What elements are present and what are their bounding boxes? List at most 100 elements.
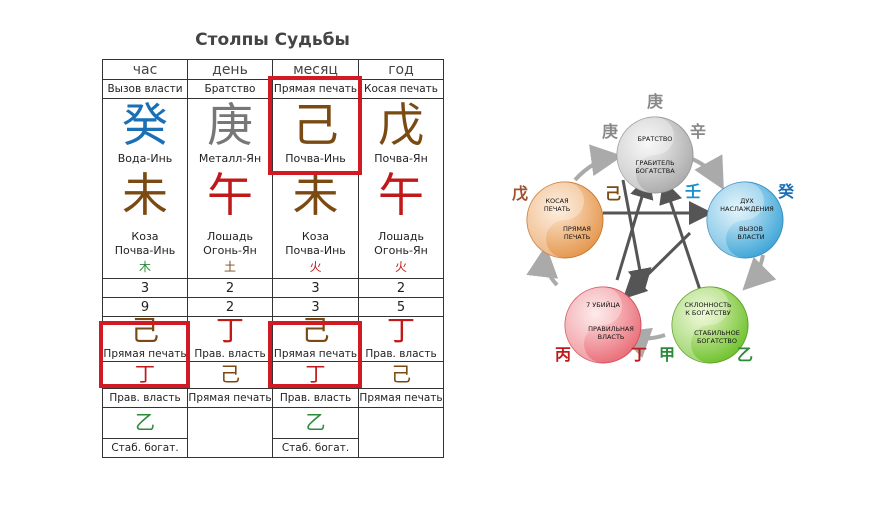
metal-node: БРАТСТВО ГРАБИТЕЛЬ БОГАТСТВА <box>616 116 694 194</box>
hidden-stem-cell: 己 <box>358 361 444 389</box>
arrow-metal-wood <box>621 179 652 293</box>
number-cell: 3 <box>102 278 188 298</box>
gods-row: Вызов власти Братство Прямая печать Коса… <box>102 79 444 99</box>
hidden-stem-char: 丁 <box>386 316 415 347</box>
fire-char-a: 丙 <box>555 345 571 364</box>
fire-node: 7 УБИЙЦА ПРАВИЛЬНАЯ ВЛАСТЬ <box>564 286 642 364</box>
hidden-stem-label: Прямая печать <box>273 348 358 360</box>
arrow-earth-metal <box>573 144 623 182</box>
stem-label: Вода-Инь <box>117 152 173 165</box>
number-cell: 3 <box>272 278 359 298</box>
number-row-1: 3 2 3 2 <box>102 278 444 298</box>
wood-node: СКЛОННОСТЬ К БОГАТСТВУ СТАБИЛЬНОЕ БОГАТС… <box>671 286 749 364</box>
god-label: Братство <box>187 79 273 99</box>
branch-label: Почва-Инь <box>285 244 346 257</box>
hidden-stem-row-3-labels: Стаб. богат. Стаб. богат. <box>102 438 444 458</box>
arrow-fire-metal <box>615 174 654 281</box>
water-node: ДУХ НАСЛАЖДЕНИЯ ВЫЗОВ ВЛАСТИ <box>706 181 784 259</box>
hidden-stem-char: 己 <box>220 362 240 386</box>
col-header-year: год <box>358 59 444 80</box>
earth-upper-text-2: ПЕЧАТЬ <box>544 205 570 213</box>
arrow-fire-earth <box>526 245 559 287</box>
number-cell: 9 <box>102 297 188 317</box>
branch-animal: Лошадь <box>207 230 253 243</box>
hidden-stem-char: 己 <box>130 316 159 347</box>
pillars-table: час день месяц год Вызов власти Братство… <box>102 59 444 458</box>
stem-char: 庚 <box>207 98 253 152</box>
hidden-stem-cell: 乙 <box>102 407 188 439</box>
branch-label: Огонь-Ян <box>374 244 428 257</box>
number-cell: 2 <box>358 278 444 298</box>
pillar-cell: 己 Почва-Инь 未 Коза Почва-Инь 火 <box>272 98 359 279</box>
hidden-stem-row-main: 己 Прямая печать 丁 Прав. власть 己 Прямая … <box>102 316 444 362</box>
stem-char: 戊 <box>378 98 424 152</box>
god-label: Вызов власти <box>102 79 188 99</box>
hidden-stem-label: Прав. власть <box>194 348 266 360</box>
branch-char: 午 <box>207 168 253 222</box>
stem-char: 己 <box>292 98 339 152</box>
hidden-stem-cell: 丁 <box>272 361 359 389</box>
metal-upper-text: БРАТСТВО <box>638 135 673 143</box>
hidden-stem-cell: 丁 Прав. власть <box>358 316 444 362</box>
earth-upper-text-1: КОСАЯ <box>545 197 568 205</box>
wood-upper-text-1: СКЛОННОСТЬ <box>684 301 731 309</box>
hidden-stem-char: 丁 <box>215 316 244 347</box>
empty-cell <box>187 407 273 458</box>
earth-char-b: 己 <box>605 184 621 203</box>
stem-char: 癸 <box>122 98 168 152</box>
wood-char-b: 乙 <box>737 345 753 364</box>
arrow-water-wood <box>742 254 777 291</box>
pillar-cell: 癸 Вода-Инь 未 Коза Почва-Инь 木 <box>102 98 188 279</box>
water-upper-text-1: ДУХ <box>740 197 754 205</box>
branch-char: 未 <box>122 168 168 222</box>
hidden-stem-cell: 己 Прямая печать <box>102 316 188 362</box>
branch-label: Огонь-Ян <box>203 244 257 257</box>
col-header-hour: час <box>102 59 188 80</box>
metal-char-top: 庚 <box>647 92 663 111</box>
hidden-stem-label: Прямая печать <box>358 388 444 408</box>
earth-lower-text-2: ПЕЧАТЬ <box>564 233 590 241</box>
stem-label: Почва-Инь <box>285 152 346 165</box>
pillar-cell: 庚 Металл-Ян 午 Лошадь Огонь-Ян 土 <box>187 98 273 279</box>
hidden-stem-label: Прямая печать <box>187 388 273 408</box>
hidden-stem-char: 丁 <box>305 362 326 386</box>
hidden-stem-char: 己 <box>391 362 411 386</box>
hidden-stem-cell: 己 <box>187 361 273 389</box>
arrow-wood-earth <box>659 179 707 306</box>
water-lower-text-2: ВЛАСТИ <box>737 233 764 241</box>
stem-label: Металл-Ян <box>198 152 262 165</box>
water-char-b: 癸 <box>777 182 795 201</box>
number-cell: 5 <box>358 297 444 317</box>
hidden-stem-char: 丁 <box>135 362 155 386</box>
col-header-day: день <box>187 59 273 80</box>
water-lower-text-1: ВЫЗОВ <box>739 225 763 233</box>
earth-lower-text-1: ПРЯМАЯ <box>563 225 591 233</box>
five-elements-diagram: БРАТСТВО ГРАБИТЕЛЬ БОГАТСТВА 庚 庚 辛 ДУХ Н… <box>512 92 795 364</box>
hidden-stem-label: Стаб. богат. <box>272 438 359 458</box>
wood-char-a: 甲 <box>659 345 675 364</box>
number-cell: 3 <box>272 297 359 317</box>
fire-lower-text-2: ВЛАСТЬ <box>598 333 625 341</box>
branch-sub-char: 火 <box>394 260 407 274</box>
chart-title: Столпы Судьбы <box>195 30 350 50</box>
hidden-stem-row-2-chars: 丁 己 丁 己 <box>102 361 444 389</box>
metal-lower-text-1: ГРАБИТЕЛЬ <box>635 159 674 167</box>
hidden-stem-cell: 丁 Прав. власть <box>187 316 273 362</box>
hidden-stem-label: Прав. власть <box>365 348 437 360</box>
hidden-stem-cell: 己 Прямая печать <box>272 316 359 362</box>
wood-upper-text-2: К БОГАТСТВУ <box>685 309 731 317</box>
control-star <box>603 174 713 306</box>
earth-node: КОСАЯ ПЕЧАТЬ ПРЯМАЯ ПЕЧАТЬ <box>526 181 604 259</box>
header-row: час день месяц год <box>102 59 444 80</box>
number-cell: 2 <box>187 278 273 298</box>
hidden-stem-label: Прав. власть <box>102 388 188 408</box>
hidden-stem-cell: 丁 <box>102 361 188 389</box>
branch-animal: Лошадь <box>378 230 424 243</box>
stem-label: Почва-Ян <box>374 152 428 165</box>
wood-lower-text-1: СТАБИЛЬНОЕ <box>694 329 740 337</box>
number-cell: 2 <box>187 297 273 317</box>
branch-animal: Коза <box>131 230 159 243</box>
metal-char-left: 庚 <box>602 122 618 141</box>
branch-char: 未 <box>292 168 339 222</box>
hidden-stem-row-3-chars: 乙 乙 <box>102 407 444 458</box>
